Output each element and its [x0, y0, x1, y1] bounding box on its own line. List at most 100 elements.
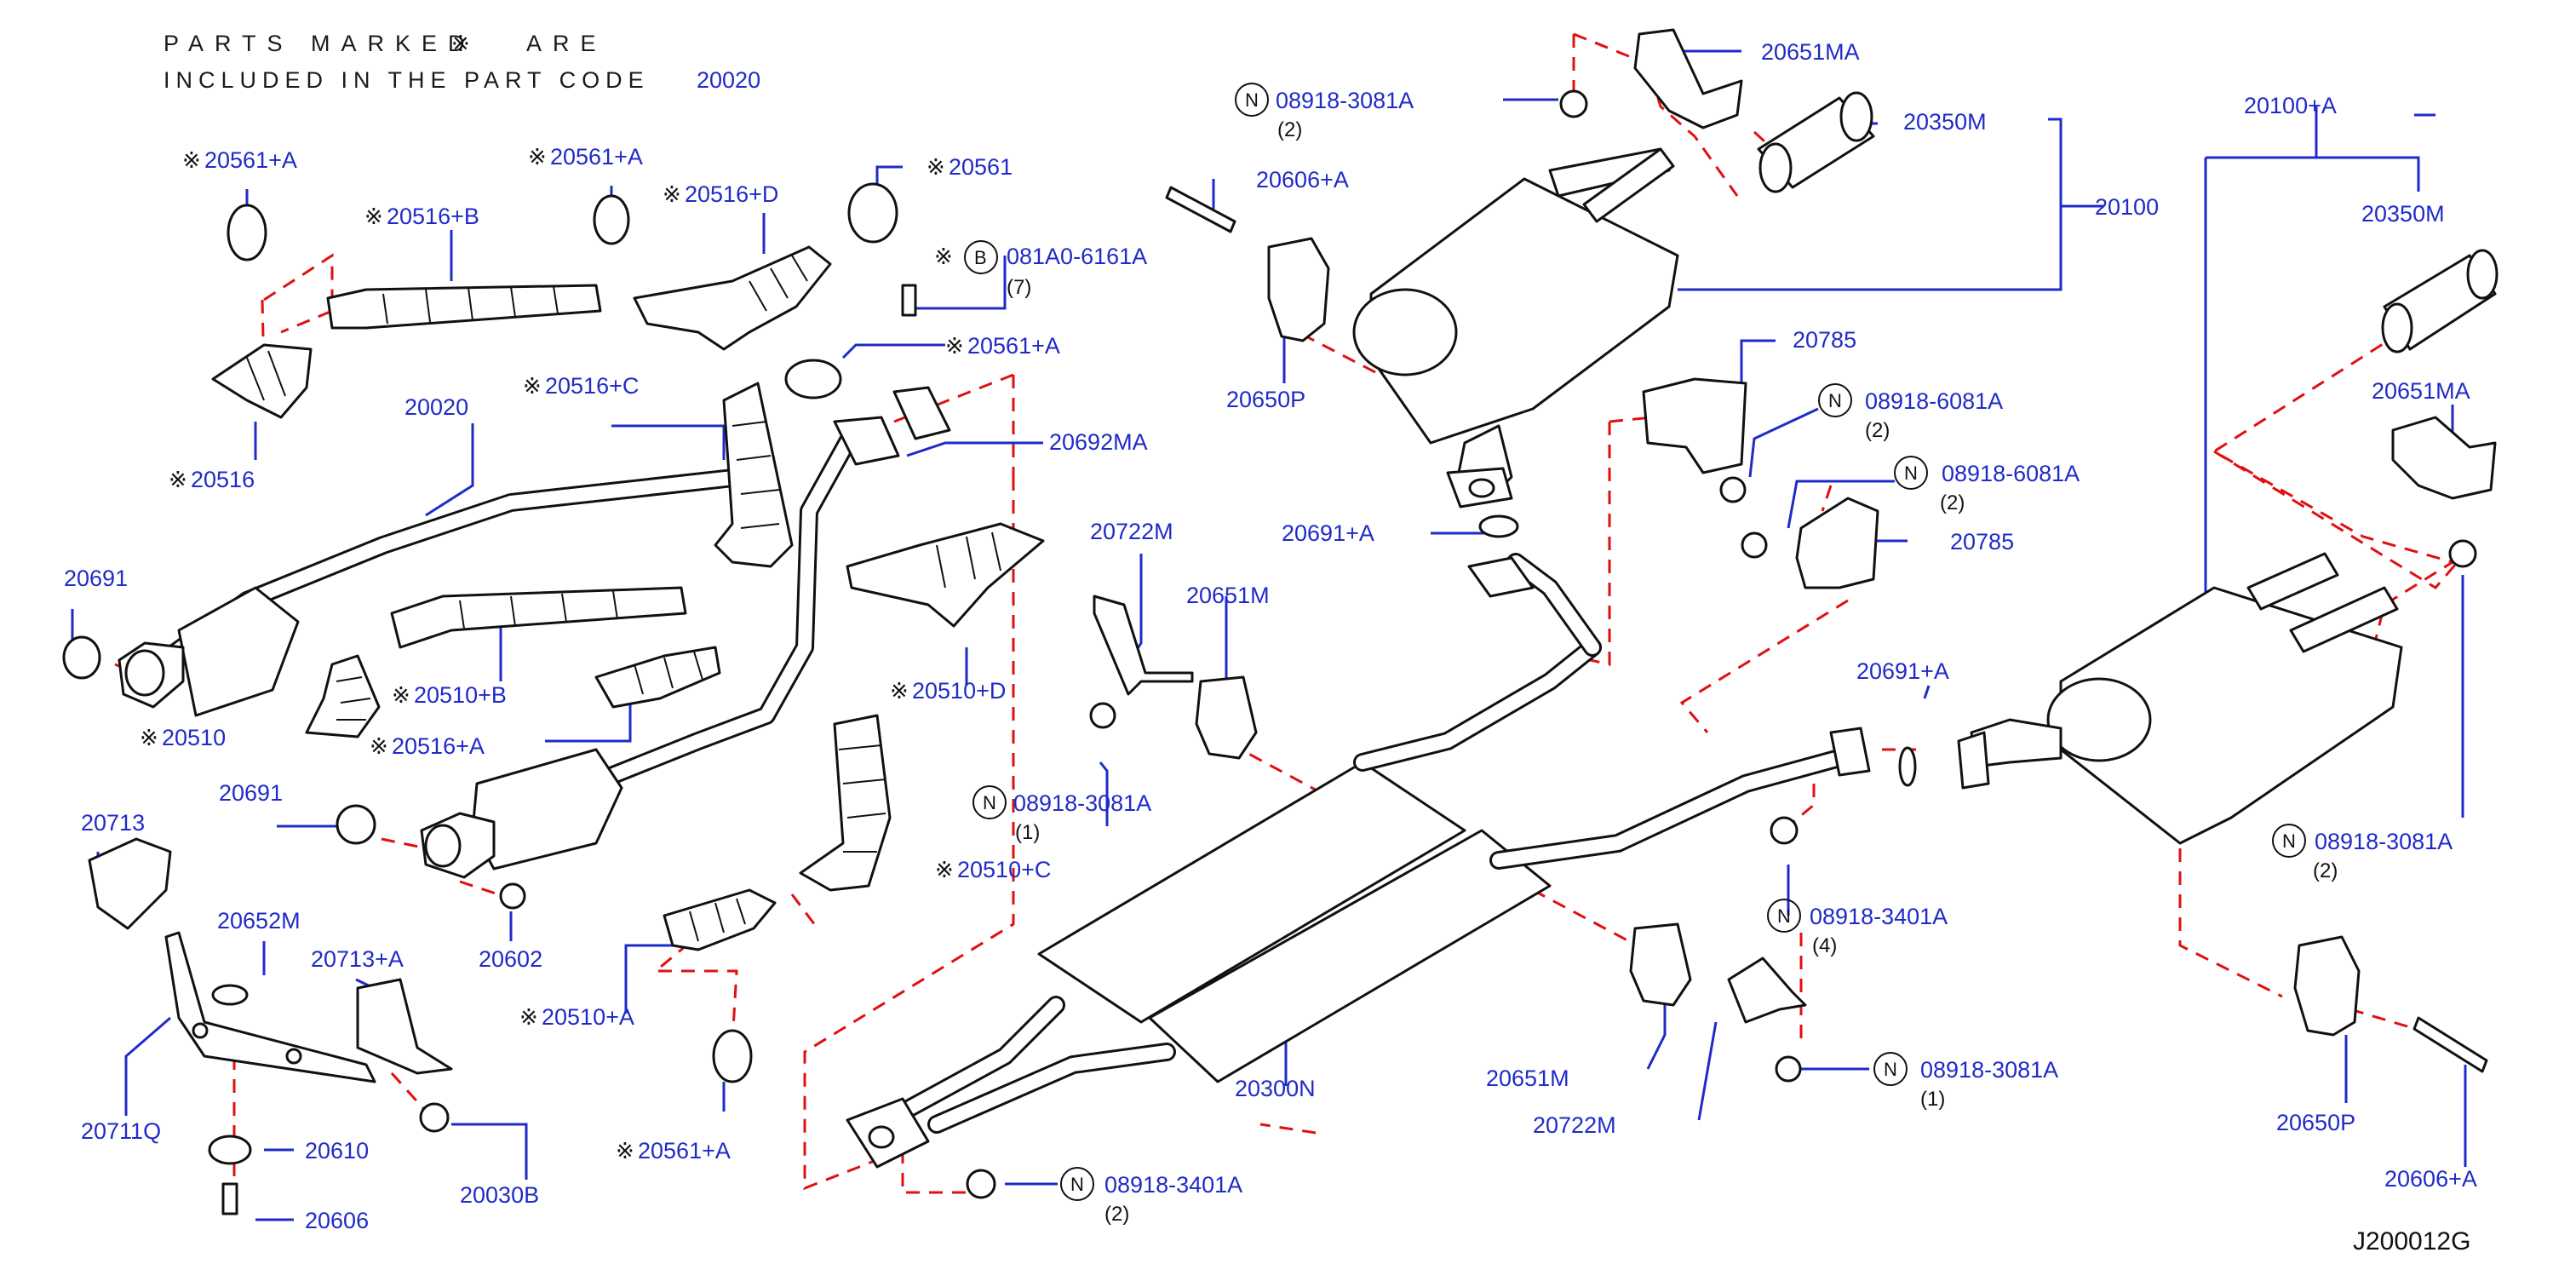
label-20785-rear[interactable]: 20785	[1950, 529, 2014, 554]
label-20691-right[interactable]: 20691	[219, 780, 283, 806]
qty-081a0: (7)	[1007, 276, 1031, 299]
included-mark: ※	[140, 726, 158, 751]
left-catalyst	[118, 586, 300, 717]
bracket-20785-front	[1642, 377, 1747, 474]
label-20711q[interactable]: 20711Q	[81, 1118, 161, 1144]
label-20652m[interactable]: 20652M	[217, 908, 301, 934]
label-20510[interactable]: 20510	[162, 725, 226, 750]
label-20561a-1[interactable]: 20561+A	[204, 147, 297, 173]
label-20516d[interactable]: 20516+D	[685, 181, 778, 207]
bracket-20711q	[164, 931, 376, 1083]
gasket-20691-right	[336, 804, 376, 845]
label-20691a[interactable]: 20691+A	[1282, 520, 1374, 546]
label-20610[interactable]: 20610	[305, 1138, 369, 1163]
heat-shield-20516c	[714, 382, 794, 568]
label-20510c[interactable]: 20510+C	[957, 857, 1051, 882]
label-20100a[interactable]: 20100+A	[2244, 93, 2337, 118]
qty-08918-3401a-rear: (4)	[1812, 934, 1837, 957]
label-20516b[interactable]: 20516+B	[387, 204, 479, 229]
gasket-20691a-rear	[1898, 746, 1917, 787]
label-20606[interactable]: 20606	[305, 1208, 369, 1233]
rubber-20651m-front	[1195, 675, 1258, 760]
included-mark: ※	[519, 1005, 538, 1031]
label-20510b[interactable]: 20510+B	[414, 682, 507, 708]
included-mark: ※	[169, 468, 187, 493]
label-20651m-front[interactable]: 20651M	[1186, 583, 1270, 608]
label-20561a-4[interactable]: 20561+A	[638, 1138, 731, 1163]
mount-20650p-rear	[2293, 935, 2361, 1037]
label-20516c[interactable]: 20516+C	[545, 373, 639, 399]
label-20713a[interactable]: 20713+A	[311, 946, 404, 972]
included-marks: ※ ※ ※ ※ ※ ※ ※ ※ ※ ※ ※ ※ ※ ※ ※ ※	[140, 145, 964, 1164]
nut-symbol: N	[1070, 1174, 1084, 1195]
label-20350m-rear[interactable]: 20350M	[2361, 201, 2445, 227]
label-20300n[interactable]: 20300N	[1235, 1076, 1316, 1101]
included-mark: ※	[935, 858, 954, 883]
label-08918-3081a-mid[interactable]: 08918-3081A	[1013, 790, 1151, 816]
heat-shield-20510a	[663, 888, 777, 951]
label-20510d[interactable]: 20510+D	[912, 678, 1006, 704]
note-included-mark: ※	[451, 32, 470, 57]
label-20722m-front[interactable]: 20722M	[1090, 519, 1173, 544]
label-20350m-front[interactable]: 20350M	[1903, 109, 1987, 135]
label-20691a-rear[interactable]: 20691+A	[1856, 658, 1949, 684]
label-20516a[interactable]: 20516+A	[392, 733, 485, 759]
qty-08918-3401a-front: (2)	[1104, 1203, 1129, 1226]
label-20606a-rear[interactable]: 20606+A	[2384, 1166, 2477, 1192]
label-20606a-front[interactable]: 20606+A	[1256, 167, 1349, 192]
label-20692ma[interactable]: 20692MA	[1049, 429, 1148, 455]
heat-shield-20516b	[326, 284, 602, 330]
label-20651ma-rear[interactable]: 20651MA	[2372, 378, 2470, 404]
label-08918-3081a-top[interactable]: 08918-3081A	[1276, 88, 1414, 113]
circle-symbols: N B N N N N N N N	[964, 83, 2306, 1201]
included-parts-note: PARTS MARKED ※ ARE INCLUDED IN THE PART …	[164, 31, 760, 93]
label-20691-left[interactable]: 20691	[64, 566, 128, 591]
label-08918-6081a-2[interactable]: 08918-6081A	[1942, 461, 2080, 486]
part-drawings	[62, 28, 2499, 1215]
label-08918-6081a-1[interactable]: 08918-6081A	[1865, 388, 2003, 414]
label-20785-front[interactable]: 20785	[1793, 327, 1856, 353]
label-20602[interactable]: 20602	[479, 946, 542, 972]
label-20100[interactable]: 20100	[2095, 194, 2159, 220]
bolt-081a0	[901, 284, 917, 317]
gasket-20691-left	[62, 635, 101, 680]
label-20722m-rear[interactable]: 20722M	[1533, 1112, 1616, 1138]
included-mark: ※	[364, 204, 383, 230]
clamps	[227, 182, 898, 1083]
muffler-20100a	[1957, 552, 2403, 845]
hanger-20651ma-rear	[2391, 416, 2497, 500]
label-20561a-2[interactable]: 20561+A	[550, 144, 643, 169]
included-mark: ※	[890, 679, 909, 704]
nut-08918-3401a	[1770, 816, 1799, 845]
label-08918-3401a-rear[interactable]: 08918-3401A	[1810, 904, 1948, 929]
label-20030b[interactable]: 20030B	[460, 1182, 539, 1208]
label-20561a-3[interactable]: 20561+A	[967, 333, 1060, 359]
label-08918-3081a-rear[interactable]: 08918-3081A	[2315, 829, 2453, 854]
label-081a0-6161a[interactable]: 081A0-6161A	[1007, 244, 1147, 269]
nut-20652m	[211, 984, 249, 1006]
insulator-20610	[208, 1135, 252, 1165]
label-20650p-front[interactable]: 20650P	[1226, 387, 1305, 412]
gasket-20691a	[1478, 514, 1519, 538]
nut-symbol: N	[1828, 390, 1842, 411]
label-20650p-rear[interactable]: 20650P	[2276, 1110, 2355, 1135]
label-08918-3081a-low[interactable]: 08918-3081A	[1920, 1057, 2058, 1083]
label-20713[interactable]: 20713	[81, 810, 145, 836]
label-20516[interactable]: 20516	[191, 467, 255, 492]
rubber-20651m-rear	[1629, 922, 1692, 1007]
label-08918-3401a-front[interactable]: 08918-3401A	[1104, 1172, 1242, 1198]
flange-20020-end	[833, 416, 900, 466]
label-20020[interactable]: 20020	[404, 394, 468, 420]
label-20651m-rear[interactable]: 20651M	[1486, 1066, 1569, 1091]
qty-08918-6081a-2: (2)	[1940, 491, 1965, 514]
label-20510a[interactable]: 20510+A	[542, 1004, 634, 1030]
bolt-20606	[221, 1182, 238, 1215]
included-mark: ※	[934, 244, 953, 270]
label-20651ma-front[interactable]: 20651MA	[1761, 39, 1860, 65]
bracket-20713	[88, 837, 172, 930]
nut-08918-3081a-rear	[1775, 1055, 1802, 1083]
label-20561[interactable]: 20561	[949, 154, 1013, 180]
included-mark: ※	[927, 155, 945, 181]
qty-08918-3081a-mid: (1)	[1015, 821, 1040, 844]
